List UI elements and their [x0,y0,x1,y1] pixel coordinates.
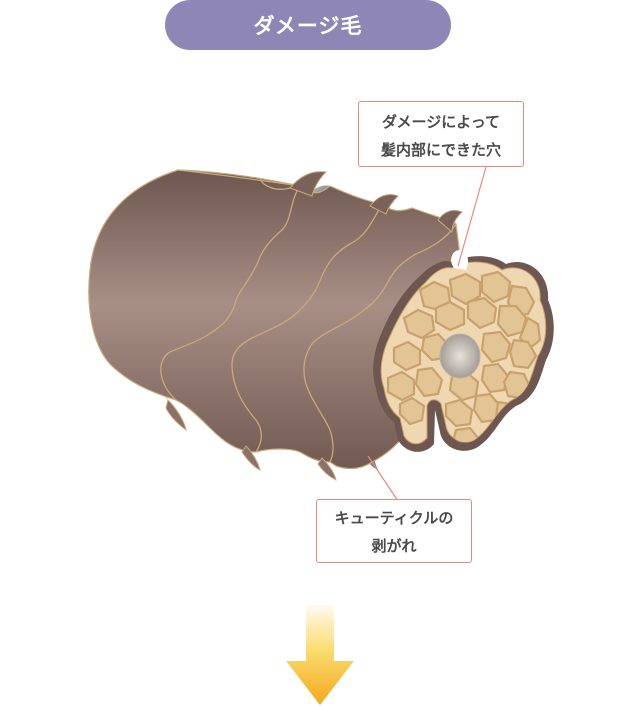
cuticle-scale-edges [160,169,457,463]
damaged-hair-illustration [88,166,554,502]
title-pill: ダメージ毛 [165,0,451,50]
cuticle-callout: キューティクルの 剥がれ [316,499,472,563]
cuticle-callout-line1: キューティクルの [334,509,454,527]
hair-cortex-cross-section [373,256,554,452]
hole-callout-line1: ダメージによって [381,113,501,131]
cortex-cells [386,270,542,444]
cuticle-callout-line2: 剥がれ [371,537,417,555]
cuticle-leader-line [367,455,399,502]
medulla [439,333,481,379]
cuticle-lifted-tips [165,171,463,481]
hole-callout: ダメージによって 髪内部にできた穴 [358,101,524,167]
down-arrow-icon [286,605,354,705]
hole-callout-line2: 髪内部にできた穴 [380,141,501,159]
title-text: ダメージ毛 [253,14,363,38]
hole-leader-line [457,166,487,267]
